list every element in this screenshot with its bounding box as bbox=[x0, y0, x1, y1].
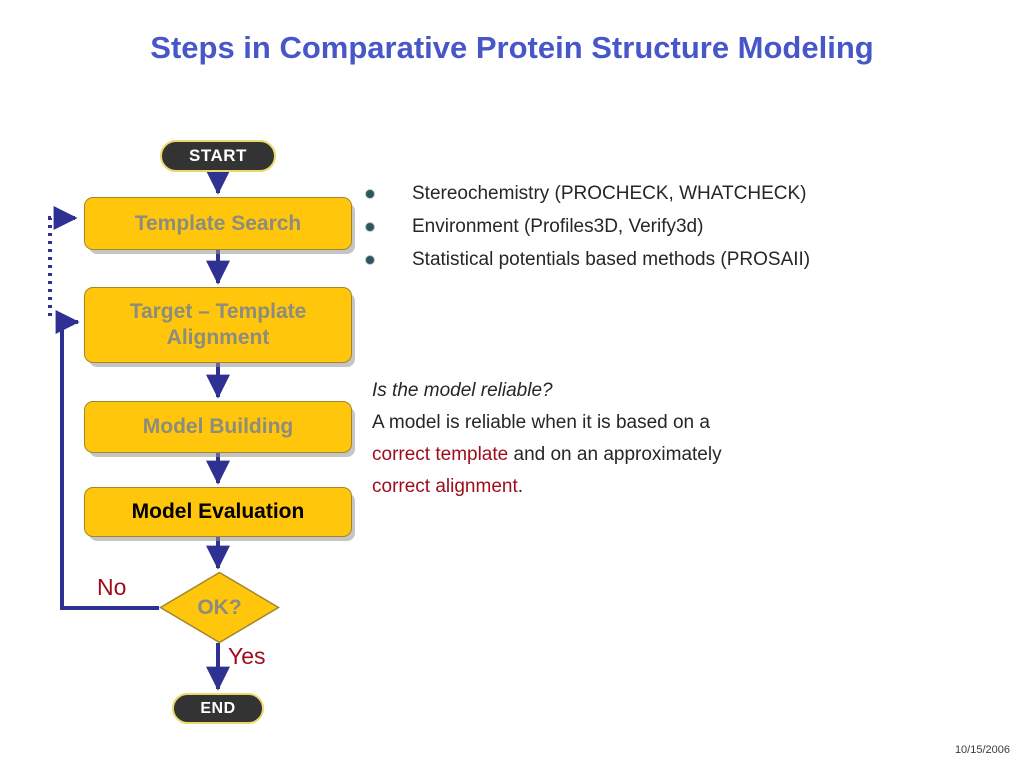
note-emphasis-correct-alignment: correct alignment bbox=[372, 476, 518, 497]
reliability-note: Is the model reliable? A model is reliab… bbox=[372, 375, 892, 503]
flow-node-target-template-alignment[interactable]: Target – Template Alignment bbox=[84, 287, 352, 363]
evaluation-methods-list: Stereochemistry (PROCHECK, WHATCHECK) En… bbox=[366, 180, 966, 279]
note-line-3-rest: . bbox=[517, 476, 524, 497]
ok-decision-label: OK? bbox=[197, 595, 242, 619]
list-item: Statistical potentials based methods (PR… bbox=[366, 246, 966, 279]
note-emphasis-correct-template: correct template bbox=[372, 444, 509, 465]
footer-date: 10/15/2006 bbox=[954, 744, 1010, 756]
branch-label-yes: Yes bbox=[228, 643, 266, 669]
flow-node-template-search[interactable]: Template Search bbox=[84, 197, 352, 250]
list-item-label: Statistical potentials based methods (PR… bbox=[412, 249, 811, 270]
page-title: Steps in Comparative Protein Structure M… bbox=[150, 30, 874, 65]
flow-node-start[interactable]: START bbox=[160, 140, 276, 172]
flow-node-model-evaluation[interactable]: Model Evaluation bbox=[84, 487, 352, 537]
note-line-1: A model is reliable when it is based on … bbox=[372, 412, 710, 433]
arrow-decision-no-to-alignment bbox=[55, 309, 159, 610]
list-item-label: Environment (Profiles3D, Verify3d) bbox=[412, 216, 704, 237]
list-item-label: Stereochemistry (PROCHECK, WHATCHECK) bbox=[412, 183, 807, 204]
note-line-3: correct alignment. bbox=[372, 471, 892, 503]
dotted-feedback-to-template-search bbox=[48, 205, 78, 316]
bullet-dot-icon bbox=[366, 223, 374, 231]
note-line-2-rest: and on an approximately bbox=[508, 444, 722, 465]
list-item: Stereochemistry (PROCHECK, WHATCHECK) bbox=[366, 180, 966, 213]
list-item: Environment (Profiles3D, Verify3d) bbox=[366, 213, 966, 246]
flow-node-model-building[interactable]: Model Building bbox=[84, 401, 352, 453]
branch-label-no: No bbox=[97, 574, 127, 600]
diamond-shape bbox=[159, 571, 280, 644]
bullet-dot-icon bbox=[366, 190, 374, 198]
note-line-2: correct template and on an approximately bbox=[372, 439, 892, 471]
bullet-dot-icon bbox=[366, 256, 374, 264]
flow-node-end[interactable]: END bbox=[172, 693, 264, 724]
note-question: Is the model reliable? bbox=[372, 380, 553, 401]
flow-node-ok-decision[interactable]: OK? bbox=[159, 571, 280, 644]
